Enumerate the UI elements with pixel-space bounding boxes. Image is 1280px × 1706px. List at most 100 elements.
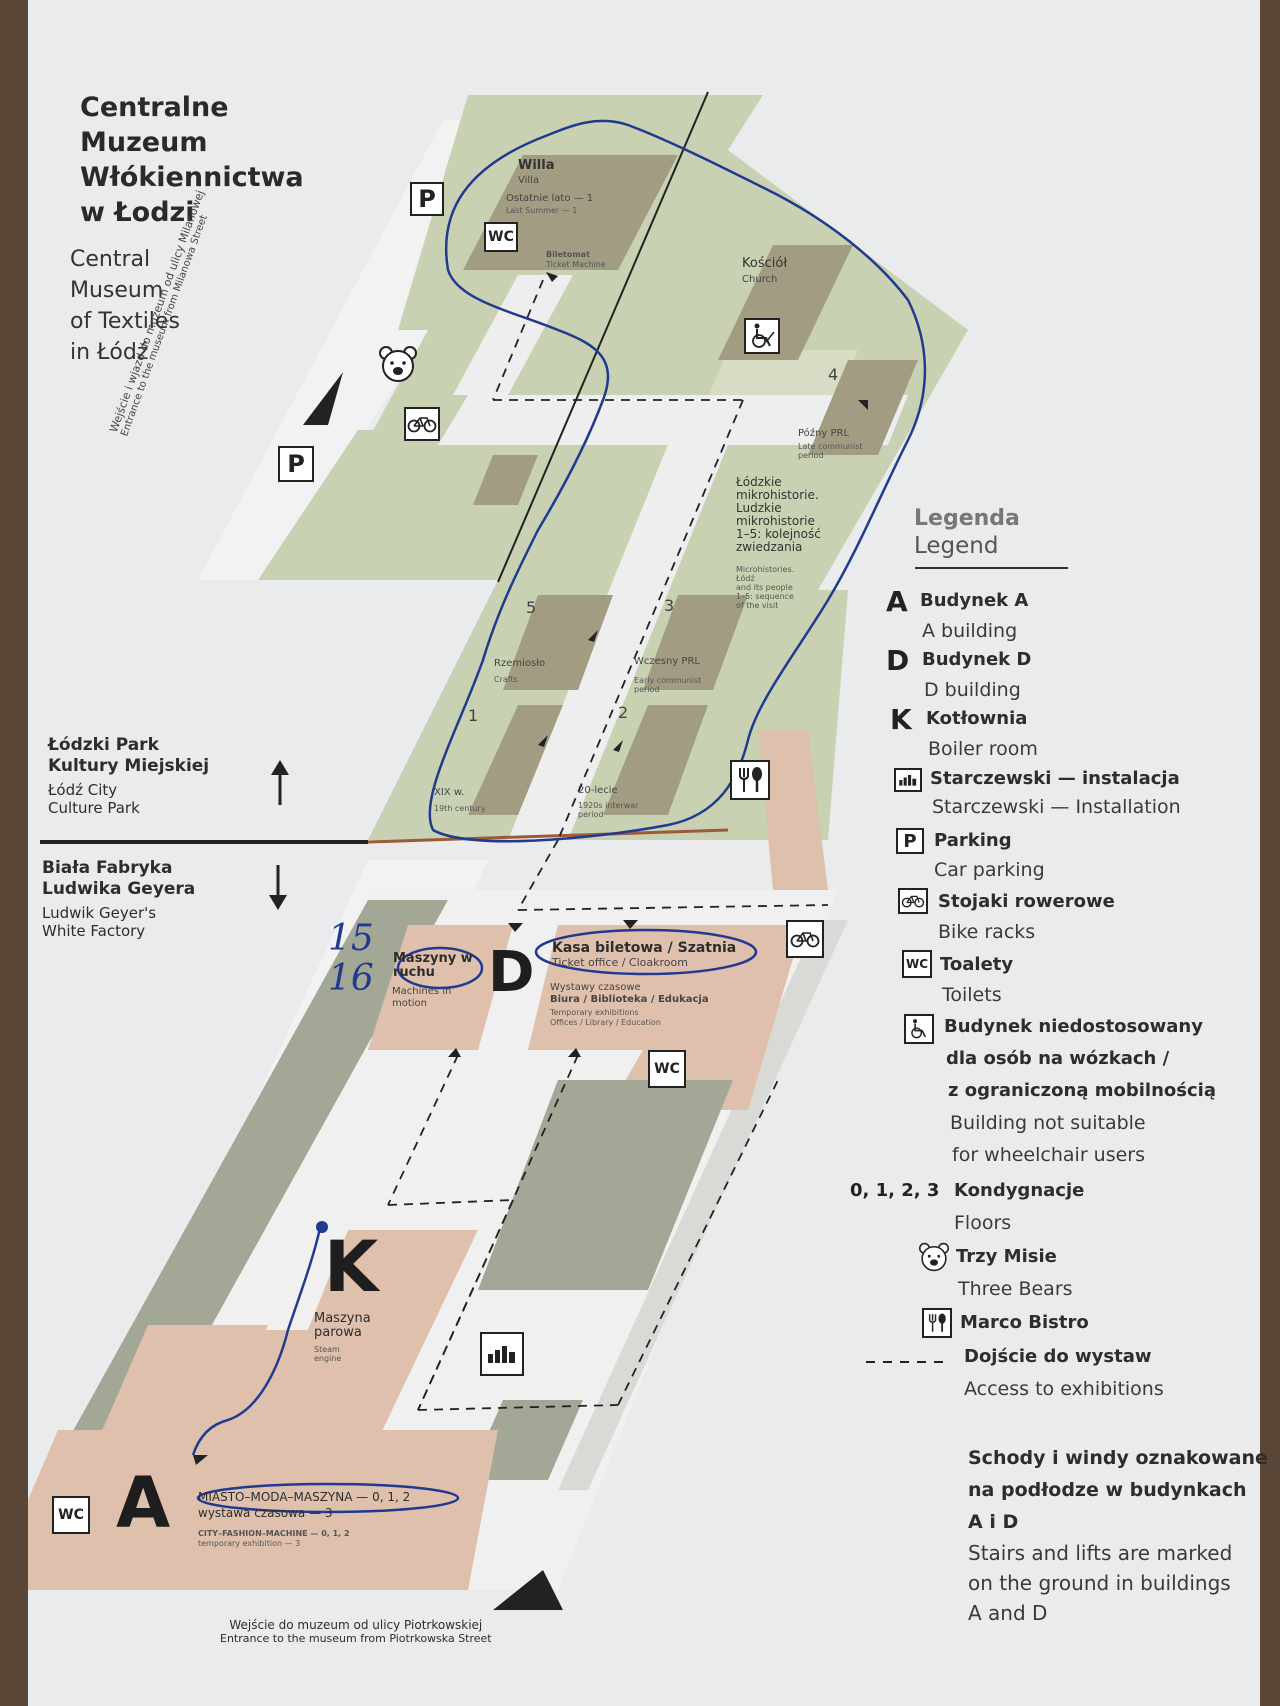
stairs-note: Schody i windy oznakowane na podłodze w …: [968, 1442, 1268, 1628]
legend-item-pl: Starczewski — instalacja: [930, 768, 1180, 789]
house-3-label-en: Early communist period: [634, 676, 702, 694]
wc-icon[interactable]: WC: [648, 1050, 686, 1088]
villa-label: Willa: [518, 158, 555, 173]
house-3-number: 3: [664, 596, 675, 615]
church-label: Kościół: [742, 256, 788, 271]
legend-symbol-a: A: [886, 585, 908, 618]
legend-item-pl: Toalety: [940, 954, 1014, 975]
house-2: [603, 705, 708, 815]
stairs-note-pl-line: Schody i windy oznakowane: [968, 1447, 1268, 1469]
title-pl-line: w Łodzi: [80, 197, 195, 228]
bistro-icon-glyph: [739, 767, 762, 792]
legend-wc-icon: WC: [902, 950, 932, 978]
park-road-horizontal: [438, 395, 908, 445]
zone-divider-brown: [367, 828, 729, 844]
d-offices-pl: Biura / Biblioteka / Edukacja: [550, 994, 709, 1005]
wheelchair-icon[interactable]: [744, 318, 780, 354]
entrance-piotrkowska-triangle[interactable]: [493, 1570, 563, 1610]
stairs-note-pl-line: na podłodze w budynkach: [968, 1479, 1247, 1501]
railway-line: [497, 91, 709, 583]
direction-arrows: [193, 272, 868, 1465]
a-exhibition-en-temp: temporary exhibition — 3: [198, 1539, 301, 1548]
building-k-letter: K: [324, 1226, 379, 1308]
legend-item-pl: Parking: [934, 830, 1012, 851]
factory-pl-line: Ludwika Geyera: [42, 879, 196, 899]
house-5: [503, 595, 613, 690]
bear-icon-glyph: [379, 346, 417, 382]
park-road-villa: [453, 275, 573, 395]
park-road-vertical: [508, 395, 748, 840]
title-en-line: of Textiles: [70, 309, 180, 334]
parking-icon[interactable]: P: [278, 446, 314, 482]
legend-title: Legenda Legend: [914, 506, 1020, 560]
legend-item-en: A building: [922, 620, 1018, 642]
legend-bear-icon: [918, 1242, 950, 1272]
micro-pl-line: mikrohistorie.: [736, 488, 819, 502]
legend-symbol-k: K: [890, 703, 912, 736]
d-exhibitions-en: Temporary exhibitions: [550, 1008, 639, 1017]
micro-pl-line: zwiedzania: [736, 540, 803, 554]
park-label: Łódzki Park Kultury Miejskiej Łódź City …: [48, 735, 209, 817]
house-1-label: XIX w.: [434, 787, 465, 798]
pen-circle-machines: [396, 946, 484, 990]
bike-icon[interactable]: [404, 407, 440, 441]
building-a-letter: A: [116, 1462, 171, 1544]
pen-circle-ticket: [534, 928, 758, 976]
house-2-number: 2: [618, 703, 629, 722]
pen-dot: [316, 1221, 328, 1233]
title-en-line: Central: [70, 247, 151, 272]
wheelchair-icon-glyph: [752, 323, 775, 348]
factory-label: Biała Fabryka Ludwika Geyera Ludwik Geye…: [42, 858, 195, 940]
church-label-en: Church: [742, 274, 778, 285]
gray-block-lower: [468, 1400, 583, 1480]
house-5-label: Rzemiosło: [494, 658, 546, 669]
parking-icon[interactable]: P: [410, 182, 444, 216]
installation-icon[interactable]: [480, 1332, 524, 1376]
bistro-strip: [758, 730, 828, 890]
d-ticket-office-en: Ticket office / Cloakroom: [552, 956, 688, 969]
bike-icon-glyph: [790, 932, 820, 948]
d-ticket-office-pl: Kasa biletowa / Szatnia: [552, 940, 737, 956]
legend-item-pl: Kondygnacje: [954, 1180, 1085, 1201]
entrance-piotrkowska-en: Entrance to the museum from Piotrkowska …: [220, 1632, 492, 1645]
title-en-line: Museum: [70, 278, 164, 303]
d-machines-en: Machines in motion: [392, 986, 452, 1009]
legend-item-pl: Budynek niedostosowany: [944, 1016, 1203, 1037]
legend-item-pl: z ograniczoną mobilnością: [948, 1080, 1216, 1101]
a-exhibition-en: CITY–FASHION–MACHINE — 0, 1, 2: [198, 1529, 350, 1538]
stairs-note-en-line: on the ground in buildings: [968, 1571, 1231, 1595]
legend-item-en: Access to exhibitions: [964, 1378, 1164, 1400]
factory-pl-line: Biała Fabryka: [42, 858, 173, 878]
house-1-label-en: 19th century: [434, 804, 486, 813]
bike-icon-glyph: [407, 417, 437, 433]
entrance-milanowska-triangle[interactable]: [303, 372, 343, 425]
legend-item-en: Floors: [954, 1212, 1012, 1234]
micro-pl-line: mikrohistorie: [736, 514, 815, 528]
pen-route-a-to-k: [191, 1227, 322, 1456]
legend-item-en: Bike racks: [938, 921, 1036, 943]
legend-symbol-d: D: [886, 644, 910, 677]
d-machines-pl: Maszyny w ruchu: [393, 951, 473, 980]
bistro-icon[interactable]: [730, 760, 770, 800]
bear-icon[interactable]: [378, 345, 418, 383]
legend-bike-icon: [898, 888, 928, 914]
wc-icon[interactable]: WC: [52, 1496, 90, 1534]
legend-item-pl: Dojście do wystaw: [964, 1346, 1152, 1367]
handwritten-note: 16: [328, 958, 374, 999]
house-3: [643, 595, 748, 690]
installation-icon-glyph: [899, 775, 917, 786]
legend-item-en: Starczewski — Installation: [932, 796, 1181, 818]
factory-right-band: [558, 920, 848, 1490]
microhistories-pl: Łódzkie mikrohistorie. Ludzkie mikrohist…: [736, 476, 821, 554]
stairs-note-en-line: A and D: [968, 1601, 1048, 1625]
microhistories-en: Microhistories. Łódź and its people 1–5:…: [736, 565, 794, 610]
title-pl-line: Centralne: [80, 92, 229, 123]
bike-icon-glyph: [901, 895, 925, 908]
house-west-small: [473, 455, 538, 505]
legend-item-pl: Budynek A: [920, 590, 1029, 611]
title-pl-line: Włókiennictwa: [80, 162, 304, 193]
bike-icon[interactable]: [786, 920, 824, 958]
micro-en-line: Łódź: [736, 574, 755, 583]
wc-icon[interactable]: WC: [484, 222, 518, 252]
legend-item-pl: Trzy Misie: [956, 1246, 1057, 1267]
